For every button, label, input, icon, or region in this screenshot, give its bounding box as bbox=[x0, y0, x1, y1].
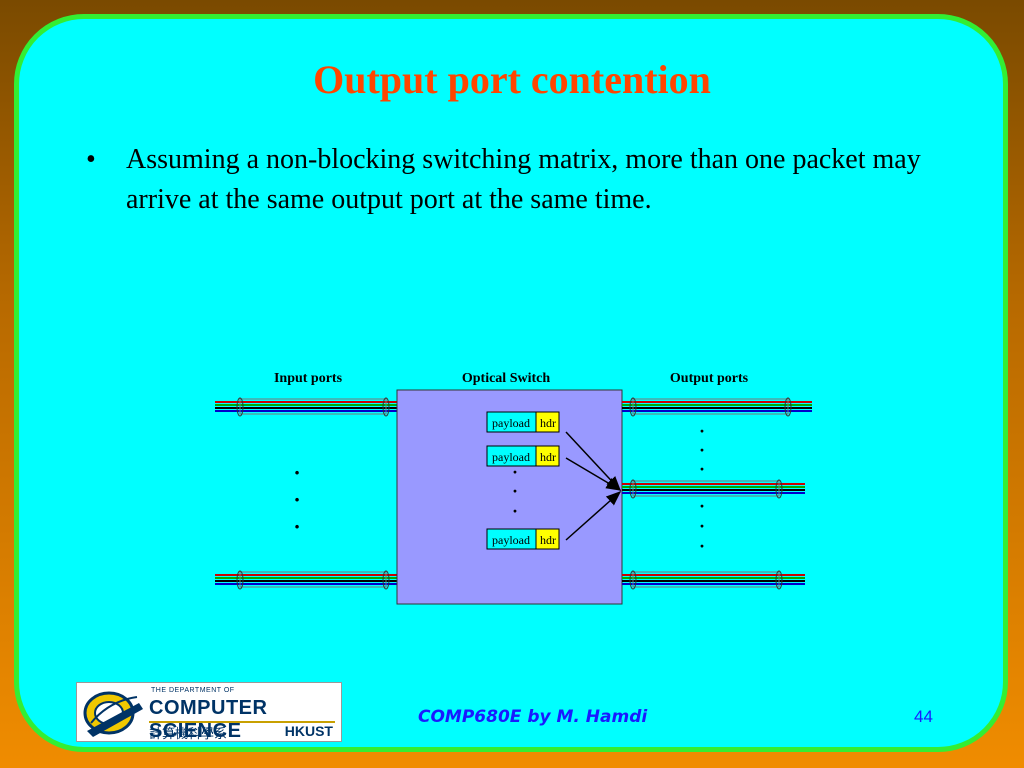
packet-1: payload hdr bbox=[486, 411, 560, 433]
packet-payload: payload bbox=[492, 533, 530, 547]
output-ports-label: Output ports bbox=[670, 371, 749, 386]
logo-top-line: THE DEPARTMENT OF bbox=[151, 687, 235, 694]
output-ellipsis-5: · bbox=[699, 516, 705, 536]
output-ellipsis-1: · bbox=[699, 421, 705, 441]
slide-title: Output port contention bbox=[313, 57, 711, 102]
arrow-3 bbox=[565, 491, 622, 541]
logo-main-line: COMPUTER SCIENCE bbox=[149, 697, 268, 742]
switch-ellipsis-3: · bbox=[512, 501, 518, 521]
input-ports-label: Input ports bbox=[274, 371, 343, 386]
logo-hkust: HKUST bbox=[284, 723, 333, 739]
input-ellipsis-2: · bbox=[293, 487, 300, 512]
packet-3: payload hdr bbox=[486, 528, 560, 550]
switch-ellipsis-1: · bbox=[512, 462, 518, 482]
footer-course: COMP680E by M. Hamdi bbox=[418, 707, 648, 727]
logo-divider bbox=[149, 721, 335, 723]
output-ellipsis-3: · bbox=[699, 459, 705, 479]
packet-hdr: hdr bbox=[540, 450, 556, 464]
bullet-text: Assuming a non-blocking switching matrix… bbox=[126, 144, 921, 215]
switch-label: Optical Switch bbox=[462, 371, 550, 386]
output-ellipsis-6: · bbox=[699, 536, 705, 556]
output-fiber-bottom bbox=[622, 570, 805, 590]
logo-chinese: 計算機科學系 bbox=[149, 727, 228, 742]
packet-payload: payload bbox=[492, 450, 530, 464]
input-ellipsis-3: · bbox=[293, 514, 300, 539]
arrow-2 bbox=[565, 457, 622, 491]
department-logo: THE DEPARTMENT OF COMPUTER SCIENCE 計算機科學… bbox=[76, 682, 342, 742]
logo-emblem-icon bbox=[83, 691, 143, 737]
output-ellipsis-2: · bbox=[699, 440, 705, 460]
page-number: 44 bbox=[914, 707, 933, 726]
packet-2: payload hdr bbox=[486, 445, 560, 467]
switch-ellipsis-2: · bbox=[512, 481, 518, 501]
input-ellipsis-1: · bbox=[293, 460, 300, 485]
output-fiber-top bbox=[622, 397, 812, 417]
slide-background bbox=[14, 14, 1008, 752]
packet-hdr: hdr bbox=[540, 416, 556, 430]
packet-payload: payload bbox=[492, 416, 530, 430]
bullet-dot: • bbox=[86, 144, 96, 175]
packet-hdr: hdr bbox=[540, 533, 556, 547]
output-fiber-middle bbox=[622, 479, 805, 499]
input-fiber-top bbox=[215, 397, 397, 417]
input-fiber-bottom bbox=[215, 570, 397, 590]
output-ellipsis-4: · bbox=[699, 496, 705, 516]
